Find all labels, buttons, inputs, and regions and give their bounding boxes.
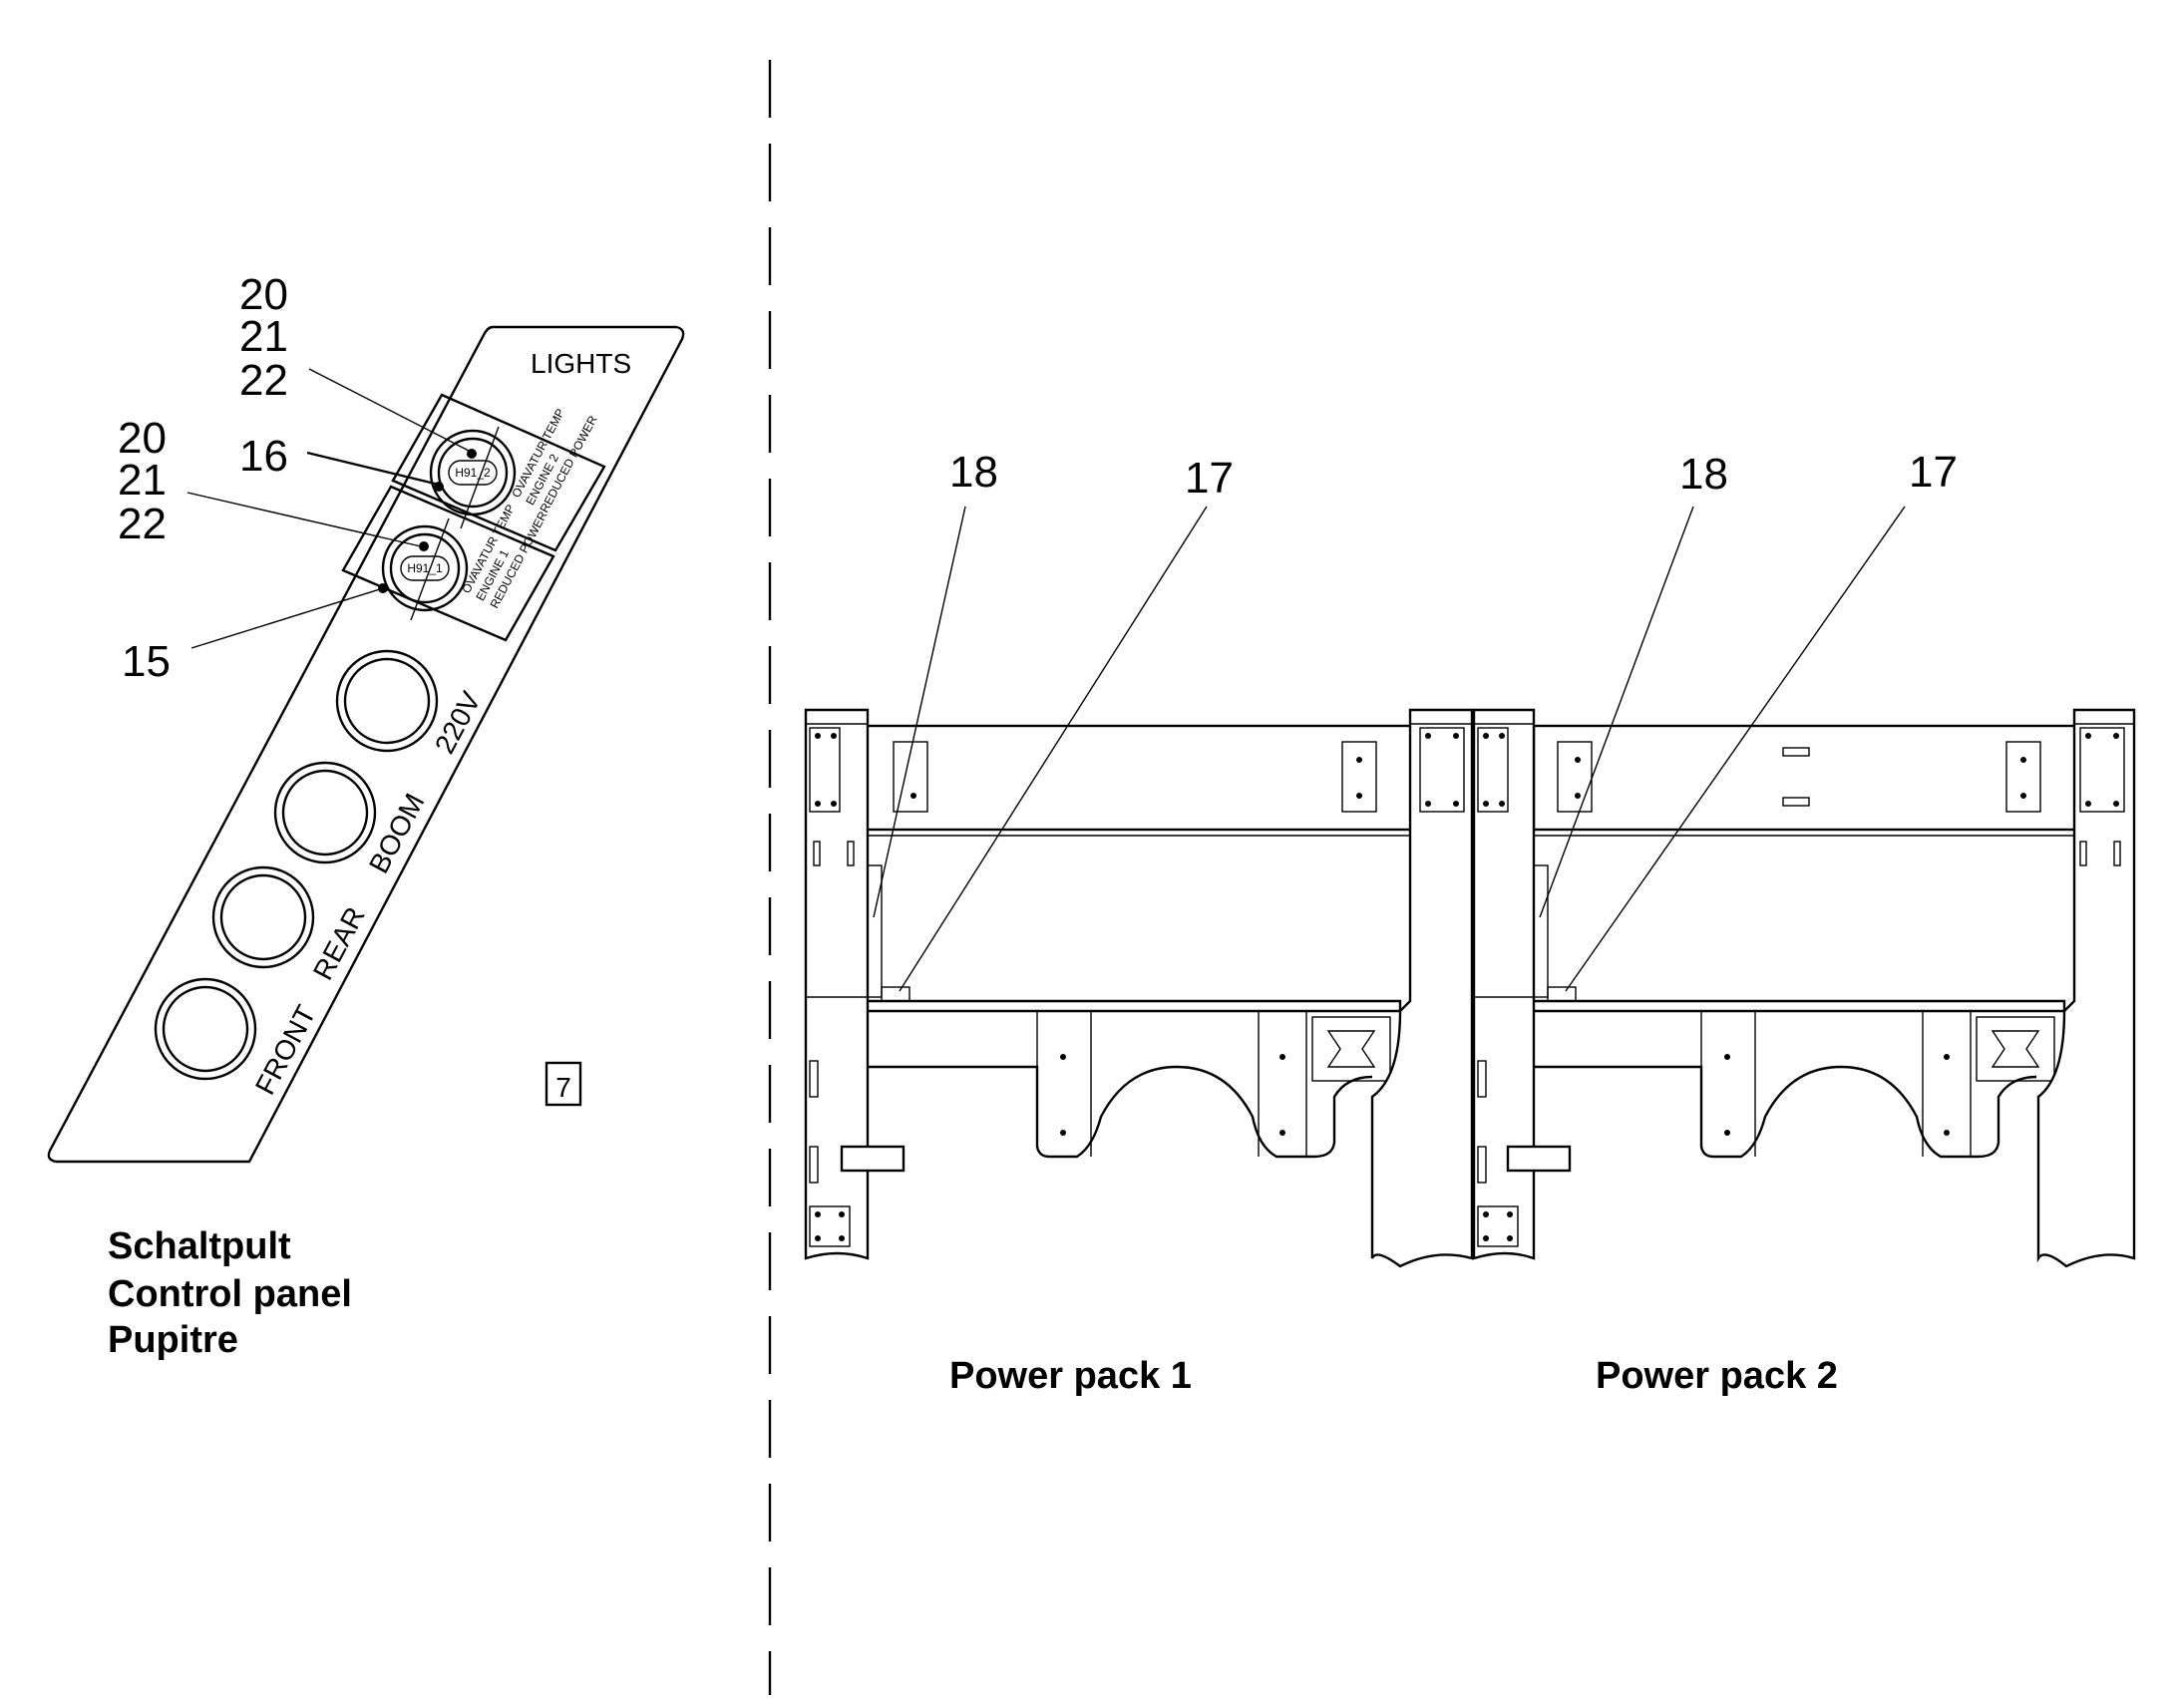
- callout-15: 15: [122, 637, 171, 686]
- switch-220v: [335, 649, 439, 753]
- switch-label-rear: REAR: [307, 902, 371, 985]
- callout-20-top: 20: [239, 270, 288, 319]
- switch-rear: [211, 865, 315, 969]
- indicator-lamp-h91-2: H91_2: [429, 429, 517, 516]
- callout-21-top: 21: [239, 312, 288, 361]
- caption-line-1: Schaltpult: [108, 1225, 291, 1267]
- power-pack-callouts: 18 17 18 17: [873, 448, 1958, 992]
- power-pack-1-label: Power pack 1: [949, 1355, 1192, 1397]
- lights-label: LIGHTS: [531, 348, 631, 379]
- indicator-box-bottom: [341, 485, 555, 642]
- callout-17-pack2: 17: [1909, 448, 1958, 497]
- callout-21-mid: 21: [118, 456, 167, 505]
- callout-16: 16: [239, 432, 288, 481]
- callout-20-mid: 20: [118, 414, 167, 463]
- indicator-bottom-text: OVAVATUR TEMP ENGINE 1 REDUCED POWER: [459, 503, 549, 611]
- switch-label-front: FRONT: [249, 1000, 322, 1100]
- power-pack-2-drawing: [1472, 708, 2136, 1268]
- callout-22-mid: 22: [118, 500, 167, 548]
- callout-22-top: 22: [239, 356, 288, 405]
- panel-callouts: 20 21 22 16 20 21 22 15: [118, 270, 470, 686]
- control-panel-outline: [47, 325, 685, 1164]
- indicator-top-label: H91_2: [455, 466, 491, 480]
- sheet-number: 7: [555, 1072, 571, 1103]
- indicator-lamp-h91-1: H91_1: [381, 524, 469, 612]
- callout-18-pack2: 18: [1679, 450, 1728, 499]
- caption-line-3: Pupitre: [108, 1319, 238, 1361]
- switch-front: [154, 977, 257, 1081]
- callout-17-pack1: 17: [1185, 454, 1234, 503]
- indicator-box-top: [391, 393, 606, 552]
- sheet-number-box: [545, 1061, 582, 1107]
- callout-18-pack1: 18: [949, 448, 998, 497]
- power-pack-1-drawing: [804, 708, 1474, 1268]
- switch-boom: [273, 761, 377, 864]
- indicator-bottom-label: H91_1: [407, 561, 443, 575]
- caption-line-2: Control panel: [108, 1273, 352, 1315]
- power-pack-2-label: Power pack 2: [1596, 1355, 1838, 1397]
